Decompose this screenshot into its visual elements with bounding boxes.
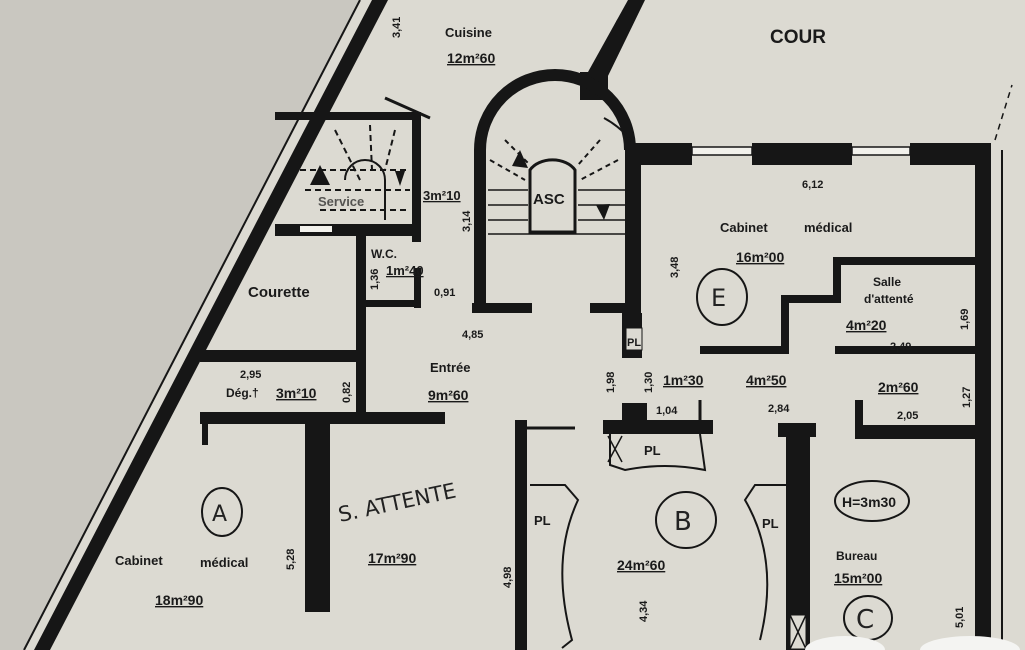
up-arrow-icon	[310, 165, 330, 185]
pl-label: PL	[762, 516, 779, 531]
dimension: 0,91	[434, 287, 455, 299]
room-area-attente: 17m²90	[368, 550, 416, 566]
pl-labels: PL PL PL PL	[534, 337, 779, 531]
dimension: 1,36	[369, 269, 381, 290]
room-area-cabinet-a: 18m²90	[155, 592, 203, 608]
room-name-cabinet-e: Cabinet	[720, 220, 768, 235]
dimension: 3,48	[669, 257, 681, 278]
dimension: 2,05	[897, 410, 918, 422]
main-stair	[472, 69, 643, 358]
dimension: 1,30	[643, 372, 655, 393]
service-stair	[275, 96, 431, 242]
room-name-salle-attente-2: d'attenté	[864, 292, 914, 306]
room-marker-b	[655, 491, 717, 549]
photo-glare	[805, 636, 1020, 650]
room-name-cabinet-a-2: médical	[200, 555, 248, 570]
room-name-service: Service	[318, 194, 364, 209]
dimension: 0,82	[341, 382, 353, 403]
dimension: 3,14	[461, 210, 473, 232]
dimension: 3,41	[391, 17, 403, 38]
room-name-bureau: Bureau	[836, 549, 877, 563]
room-name-wc: W.C.	[371, 247, 397, 261]
room-letter-b: B	[674, 507, 692, 537]
up-arrow-icon	[512, 150, 528, 168]
room-name-cuisine: Cuisine	[445, 25, 492, 40]
dimension: 1,27	[961, 387, 973, 408]
room-area-service: 3m²10	[423, 188, 461, 203]
room-area-small-1: 1m²30	[663, 372, 704, 388]
room-letter-c: C	[856, 605, 874, 635]
room-area-hall: 4m²50	[746, 372, 787, 388]
dimension: 4,98	[502, 567, 514, 588]
room-name-courette: Courette	[248, 284, 310, 301]
room-area-small-2: 2m²60	[878, 379, 919, 395]
dimension: 1,69	[959, 309, 971, 330]
dimension: 6,12	[802, 179, 823, 191]
room-area-degagement: 3m²10	[276, 385, 317, 401]
dimension: 2,49	[890, 341, 911, 353]
room-area-salle-attente: 4m²20	[846, 317, 887, 333]
room-name-cabinet-a: Cabinet	[115, 553, 163, 568]
dimension: 4,85	[462, 329, 483, 341]
cour-label: COUR	[770, 27, 826, 48]
room-name-cabinet-e-2: médical	[804, 220, 852, 235]
interior-walls	[200, 236, 978, 650]
dimension: 2,95	[240, 369, 261, 381]
ceiling-height: H=3m30	[842, 494, 896, 510]
room-name-degagement: Dég.†	[226, 386, 259, 400]
dimension: 1,04	[656, 405, 678, 417]
ceiling-height-marker	[834, 480, 910, 522]
outside-area	[0, 0, 360, 650]
room-name-entree: Entrée	[430, 360, 470, 375]
room-area-cuisine: 12m²60	[447, 50, 495, 66]
room-letter-a: A	[212, 502, 227, 527]
room-area-wc: 1m²40	[386, 263, 424, 278]
down-arrow-icon	[395, 171, 405, 186]
room-area-bureau: 15m²00	[834, 570, 882, 586]
room-area-cabinet-e: 16m²00	[736, 249, 784, 265]
room-letter-e: E	[711, 284, 726, 312]
room-area-entree: 9m²60	[428, 387, 469, 403]
dimension: 5,01	[954, 607, 966, 628]
pl-label: PL	[534, 513, 551, 528]
room-name-salle-attente: Salle	[873, 275, 901, 289]
room-area-b: 24m²60	[617, 557, 665, 573]
dimension: 5,28	[285, 549, 297, 570]
dimension: 2,84	[768, 403, 790, 415]
room-marker-a	[201, 487, 243, 537]
elevator-label: ASC	[533, 191, 565, 208]
room-marker-e	[696, 268, 748, 326]
dimension: 4,34	[638, 600, 650, 622]
dimension-labels: 3,41 3,14 1,36 0,91 4,85 3,48 6,12 1,69 …	[240, 17, 973, 628]
dimension: 1,98	[605, 372, 617, 393]
pl-label: PL	[627, 337, 641, 349]
pl-label: PL	[644, 443, 661, 458]
down-arrow-icon	[596, 204, 610, 220]
